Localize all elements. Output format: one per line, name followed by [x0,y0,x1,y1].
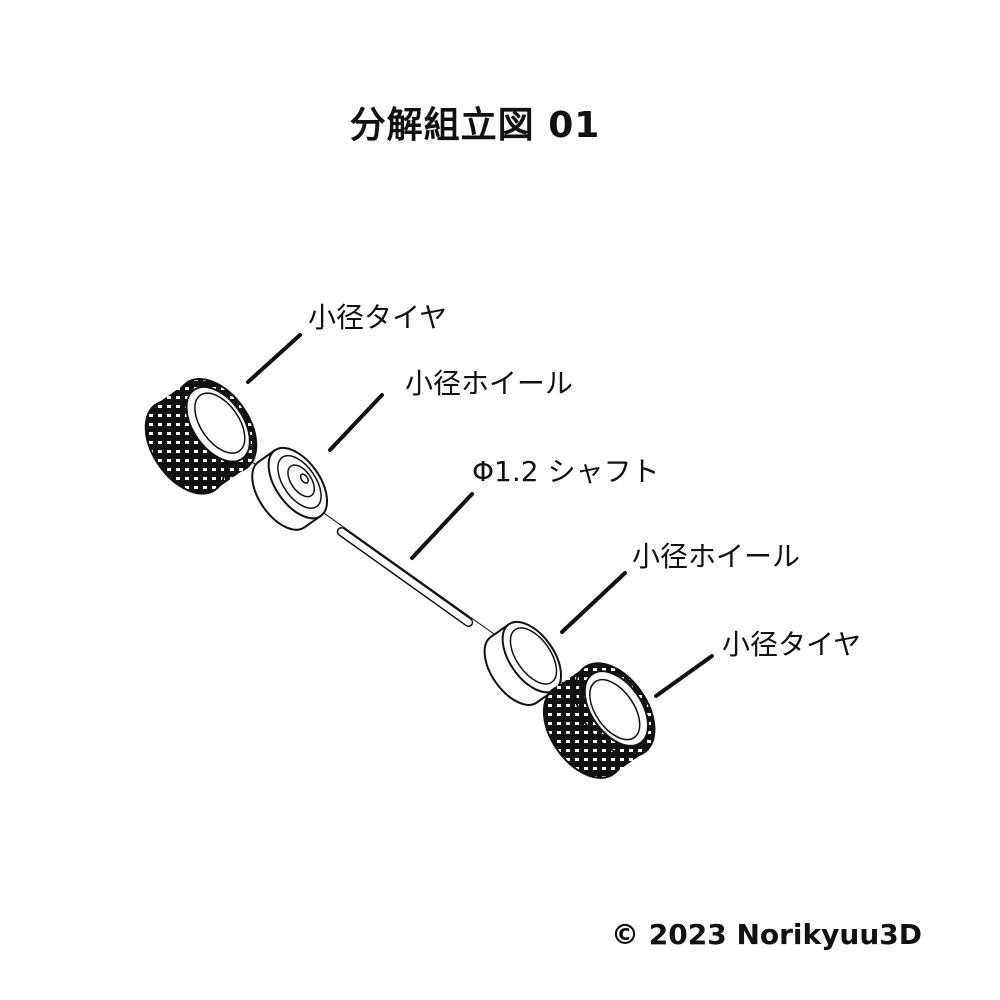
leader-wheel-bottom [560,571,627,634]
leader-shaft [410,492,474,560]
leader-tire-bottom [654,654,714,698]
shaft-part [336,526,474,628]
leader-lines [246,333,714,698]
label-wheel-bottom: 小径ホイール [632,540,801,573]
copyright-text: © 2023 Norikyuu3D [611,918,922,951]
wheel-top-part [251,447,329,531]
label-tire-top: 小径タイヤ [308,301,448,334]
label-shaft: Φ1.2 シャフト [472,455,660,488]
diagram-title: 分解組立図 01 [349,105,601,146]
leader-wheel-top [328,393,384,452]
wheel-bottom-part [483,621,563,706]
label-wheel-top: 小径ホイール [405,367,574,400]
tire-top-part [144,378,258,495]
leader-tire-top [246,333,302,384]
tire-bottom-part [542,662,656,779]
label-tire-bottom: 小径タイヤ [722,628,862,661]
